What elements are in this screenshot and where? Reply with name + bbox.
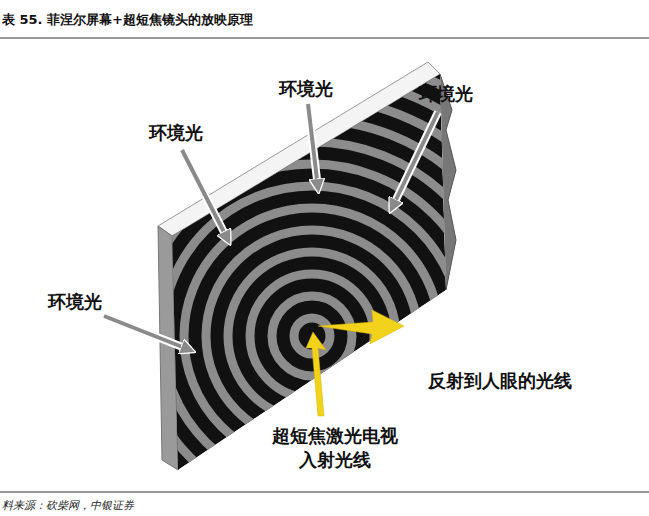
light-label: 环境光 — [149, 121, 203, 145]
ring-ends — [440, 74, 456, 290]
light-label: 环境光 — [419, 82, 473, 106]
rule-line — [0, 38, 649, 39]
rule-line — [0, 492, 649, 493]
light-label: 环境光 — [279, 77, 333, 101]
source-note: 料来源：砍柴网，中银证券 — [2, 498, 134, 513]
ambient-arrows — [104, 104, 438, 350]
figure-title: 表 55. 菲涅尔屏幕+超短焦镜头的放映原理 — [2, 11, 253, 29]
light-label: 环境光 — [48, 290, 102, 314]
light-label: 超短焦激光电视 入射光线 — [260, 424, 410, 473]
light-label: 反射到人眼的光线 — [428, 369, 572, 393]
light-arrows — [306, 310, 404, 416]
